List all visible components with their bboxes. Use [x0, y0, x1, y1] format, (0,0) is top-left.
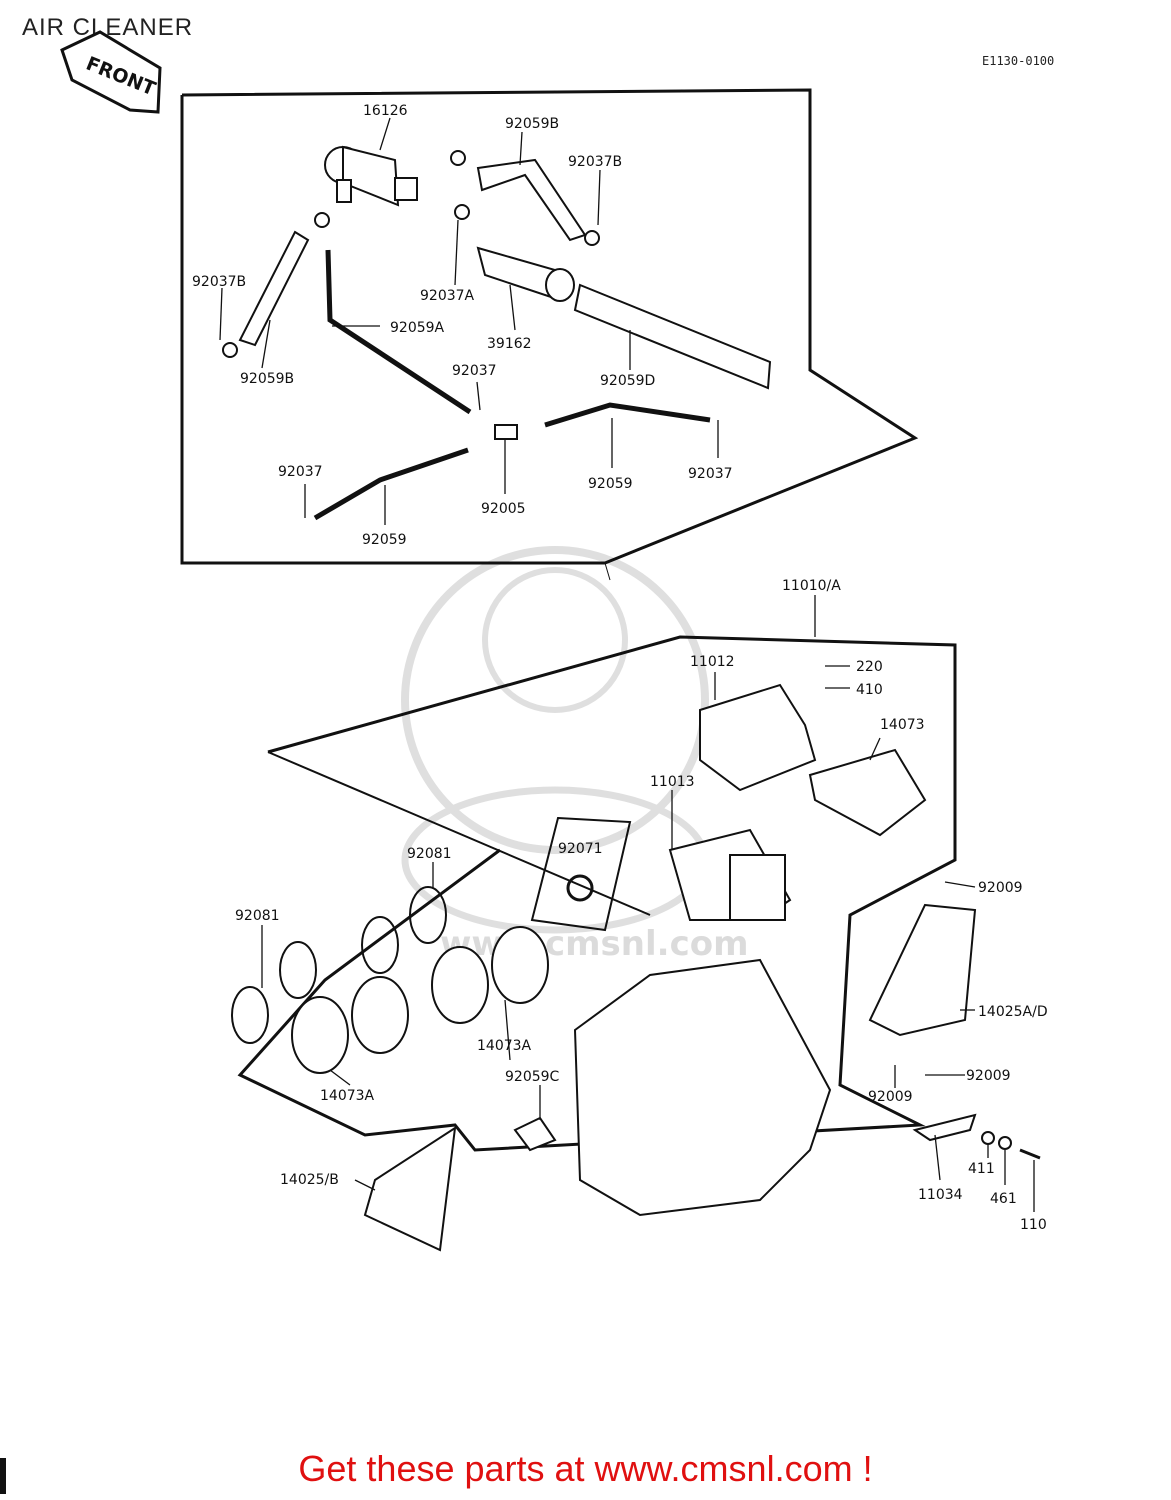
- footer-link[interactable]: Get these parts at www.cmsnl.com !: [298, 1448, 873, 1489]
- label-92071: 92071: [558, 841, 603, 857]
- label-220: 220: [856, 659, 883, 675]
- label-411: 411: [968, 1161, 995, 1177]
- part-14073: [808, 748, 927, 837]
- part-92059-right: [544, 402, 711, 428]
- label-92081-b: 92081: [235, 908, 280, 924]
- part-14073A: [291, 926, 549, 1074]
- label-14025AD: 14025A/D: [978, 1004, 1048, 1020]
- part-92059A: [325, 249, 472, 415]
- label-11034: 11034: [918, 1187, 963, 1203]
- label-92009-low: 92009: [868, 1089, 913, 1105]
- label-14073A-left: 14073A: [320, 1088, 375, 1104]
- label-92009-top: 92009: [978, 880, 1023, 896]
- air-cleaner-housing: [573, 958, 832, 1217]
- label-11013: 11013: [650, 774, 695, 790]
- label-92037-left: 92037: [278, 464, 323, 480]
- part-39162: [476, 246, 575, 302]
- label-92059B-top: 92059B: [505, 116, 559, 132]
- label-92059D: 92059D: [600, 373, 655, 389]
- label-92059B-left: 92059B: [240, 371, 294, 387]
- label-461: 461: [990, 1191, 1017, 1207]
- lower-enclosure: [237, 635, 957, 1152]
- label-92037-mid: 92037: [452, 363, 497, 379]
- label-92005: 92005: [481, 501, 526, 517]
- label-11012: 11012: [690, 654, 735, 670]
- part-16126: [324, 145, 418, 207]
- watermark: www.cmsnl.com: [401, 546, 749, 964]
- label-92037B-top: 92037B: [568, 154, 622, 170]
- label-11010A: 11010/A: [782, 578, 841, 594]
- label-14073: 14073: [880, 717, 925, 733]
- front-arrow-icon: FRONT: [60, 30, 162, 114]
- footer-bar: [0, 1458, 6, 1494]
- part-92005: [494, 424, 518, 440]
- label-92059-left: 92059: [362, 532, 407, 548]
- label-16126: 16126: [363, 103, 408, 119]
- ring-92081-b: [231, 986, 269, 1044]
- part-92059B-left: [238, 230, 310, 347]
- label-92081-a: 92081: [407, 846, 452, 862]
- label-110: 110: [1020, 1217, 1047, 1233]
- part-92059C: [513, 1116, 557, 1152]
- part-14025AD: [868, 903, 977, 1037]
- ring-92081-a: [409, 886, 447, 944]
- part-92059D: [573, 283, 772, 390]
- part-92059B-top: [476, 158, 587, 242]
- label-14073A-right: 14073A: [477, 1038, 532, 1054]
- label-410: 410: [856, 682, 883, 698]
- label-92059-right: 92059: [588, 476, 633, 492]
- label-92037A: 92037A: [420, 288, 475, 304]
- label-14025B: 14025/B: [280, 1172, 339, 1188]
- part-11012: [699, 683, 817, 792]
- upper-enclosure: [180, 88, 919, 565]
- part-11013: [668, 828, 792, 921]
- part-11034: [912, 1113, 977, 1142]
- leader-lines: [219, 117, 1035, 1212]
- label-92037-right: 92037: [688, 466, 733, 482]
- part-92059-left: [313, 447, 469, 521]
- part-14025B: [363, 1125, 457, 1252]
- label-92059A: 92059A: [390, 320, 445, 336]
- label-92037B-left: 92037B: [192, 274, 246, 290]
- diagram-code: E1130-0100: [982, 54, 1055, 68]
- label-92059C: 92059C: [505, 1069, 560, 1085]
- part-92071-box: [530, 816, 632, 932]
- watermark-text: www.cmsnl.com: [440, 924, 749, 964]
- label-39162: 39162: [487, 336, 532, 352]
- label-92009-mid: 92009: [966, 1068, 1011, 1084]
